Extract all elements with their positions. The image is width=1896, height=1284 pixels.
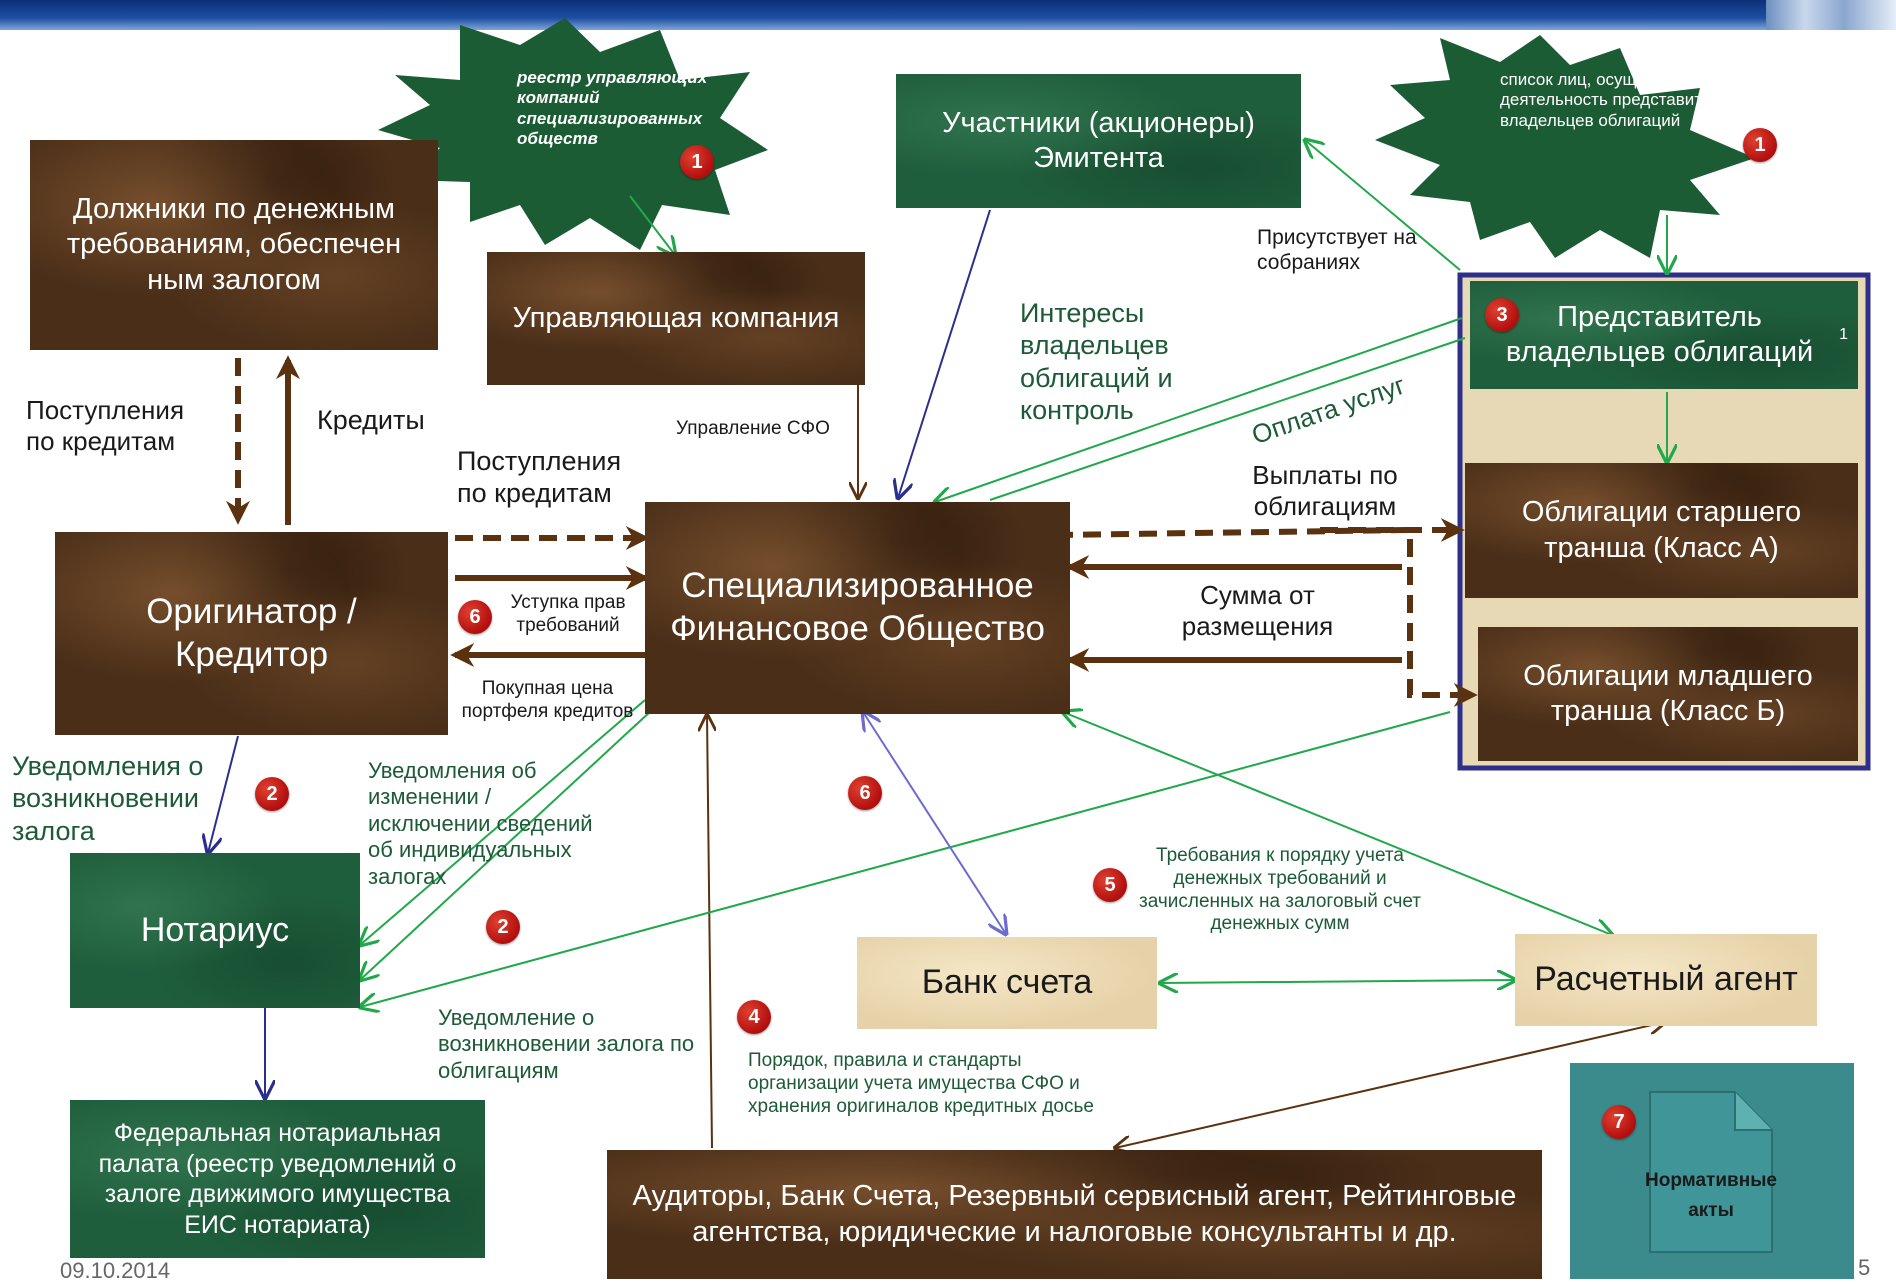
representative-label: Представитель владельцев облигаций — [1505, 300, 1814, 368]
star-registry-shape — [378, 18, 768, 250]
arrow-auditors-sfo — [707, 715, 712, 1149]
arrow-originator-notary — [208, 735, 239, 853]
label-assignment: Уступка прав требований — [510, 592, 626, 636]
box-originator: Оригинатор / Кредитор — [55, 532, 448, 735]
label-sfo-management: Управление СФО — [676, 418, 830, 439]
arrow-representative-sfo-interests — [935, 317, 1463, 502]
badge-1-list: 1 — [1743, 128, 1777, 162]
label-loan-receipts-center: Поступления по кредитам — [457, 446, 622, 509]
label-accounting-rules: Порядок, правила и стандарты организации… — [748, 1050, 1094, 1117]
label-credits: Кредиты — [317, 405, 425, 435]
document-icon — [1649, 1091, 1773, 1253]
star-list-text: список лиц, осуществляющих деятельность … — [1500, 70, 1740, 130]
representative-superscript: 1 — [1839, 326, 1848, 344]
arrow-sfo-agent — [1063, 712, 1612, 935]
star-list-shape — [1375, 35, 1755, 258]
box-debtors: Должники по денежным требованиям, обеспе… — [30, 140, 438, 350]
box-account-bank: Банк счета — [857, 937, 1157, 1029]
box-notary-chamber: Федеральная нотариальная палата (реестр … — [70, 1100, 485, 1258]
arrow-sfo-notary-2 — [360, 709, 653, 980]
badge-6-assignment: 6 — [458, 600, 492, 634]
box-auditors: Аудиторы, Банк Счета, Резервный сервисны… — [607, 1150, 1542, 1279]
arrow-bank-agent — [1160, 980, 1515, 983]
arrow-sfo-representative-payment — [989, 337, 1466, 501]
label-accounting-requirements: Требования к порядку учета денежных треб… — [1139, 845, 1421, 935]
arrow-participants-sfo — [898, 209, 991, 498]
box-participants: Участники (акционеры) Эмитента — [896, 74, 1301, 208]
box-management-company: Управляющая компания — [487, 252, 865, 385]
footer-page-number: 5 — [1858, 1255, 1871, 1280]
box-notary: Нотариус — [70, 853, 360, 1008]
label-attends-meetings: Присутствует на собраниях — [1257, 226, 1417, 275]
star-registry-text: реестр управляющих компаний специализиро… — [517, 68, 708, 149]
top-banner — [0, 0, 1896, 30]
arrow-sfo-bonds-payments — [1054, 526, 1478, 707]
box-junior-bonds: Облигации младшего транша (Класс Б) — [1478, 627, 1858, 761]
label-pledge-notice: Уведомления о возникновении залога — [12, 751, 204, 846]
box-settlement-agent: Расчетный агент — [1515, 934, 1817, 1026]
arrow-sfo-bank — [863, 712, 1006, 934]
document-icon-fold — [1734, 1092, 1772, 1131]
footer-date: 09.10.2014 — [60, 1258, 171, 1283]
badge-3-representative: 3 — [1485, 298, 1519, 332]
badge-4-auditors: 4 — [737, 1000, 771, 1034]
arrow-auditors-agent — [1115, 1022, 1665, 1148]
arrow-star-mc — [629, 195, 675, 255]
badge-2-originator: 2 — [255, 777, 289, 811]
banner-photos — [1766, 0, 1896, 30]
label-purchase-price: Покупная цена портфеля кредитов — [461, 678, 634, 722]
regulations-label: Нормативные акты — [1645, 1170, 1777, 1222]
badge-6-bank: 6 — [848, 776, 882, 810]
box-representative: Представитель владельцев облигаций 1 — [1470, 281, 1858, 389]
label-bond-payments: Выплаты по облигациям — [1252, 460, 1398, 522]
label-placement-amount: Сумма от размещения — [1181, 580, 1334, 642]
label-change-notice: Уведомления об изменении / исключении св… — [368, 758, 593, 889]
box-sfo: Специализированное Финансовое Общество — [645, 502, 1070, 714]
label-loan-receipts-left: Поступления по кредитам — [26, 395, 185, 457]
arrow-representative-participants — [1305, 140, 1461, 271]
badge-7-regulations: 7 — [1602, 1105, 1636, 1139]
box-senior-bonds: Облигации старшего транша (Класс А) — [1465, 463, 1858, 598]
badge-1-registry: 1 — [680, 145, 714, 179]
badge-2-center: 2 — [486, 910, 520, 944]
label-interests: Интересы владельцев облигаций и контроль — [1020, 298, 1173, 426]
arrow-sfo-notary-1 — [360, 699, 646, 945]
label-bond-pledge-notice: Уведомление о возникновении залога по об… — [438, 1005, 695, 1083]
badge-5-requirements: 5 — [1093, 868, 1127, 902]
